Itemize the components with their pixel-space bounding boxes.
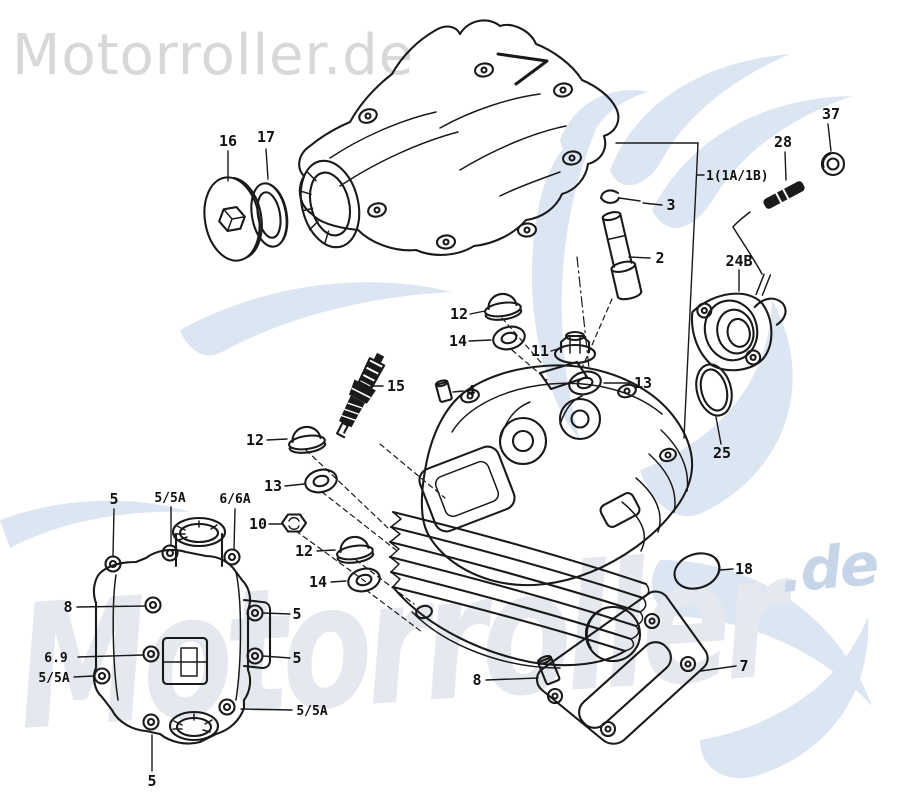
leader-12-lower bbox=[316, 549, 336, 552]
leader-14-upper bbox=[468, 339, 492, 342]
leader-25 bbox=[715, 416, 722, 445]
part-label-12-upper: 12 bbox=[450, 305, 468, 323]
leader-11 bbox=[550, 347, 562, 352]
cam-end-opening bbox=[299, 159, 361, 249]
part-stud-28 bbox=[763, 181, 805, 209]
part-label-28: 28 bbox=[774, 133, 792, 151]
part-label-15: 15 bbox=[387, 377, 405, 395]
part-label-8-gasket: 8 bbox=[472, 671, 481, 689]
part-label-5-cover-top: 5 bbox=[109, 490, 118, 508]
part-label-11: 11 bbox=[531, 342, 549, 360]
part-valve-cover bbox=[298, 19, 620, 256]
part-cap-nut-37 bbox=[820, 151, 846, 177]
part-label-1-1a-1b: 1(1A/1B) bbox=[706, 169, 769, 184]
part-label-3: 3 bbox=[666, 196, 675, 214]
part-label-5-5a-cover-top: 5/5A bbox=[154, 491, 185, 506]
part-label-7: 7 bbox=[739, 657, 748, 675]
part-label-12-lower: 12 bbox=[295, 542, 313, 560]
part-oring-25 bbox=[695, 363, 733, 417]
part-label-37: 37 bbox=[822, 105, 840, 123]
watermark-bottom-big: Motorroller bbox=[11, 516, 802, 769]
part-cap-12-upper bbox=[481, 290, 524, 323]
brand-bird-swoosh-graphic bbox=[0, 54, 872, 779]
leader-6-9-cover bbox=[77, 654, 144, 658]
part-label-25: 25 bbox=[713, 444, 731, 462]
part-label-17: 17 bbox=[257, 128, 275, 146]
part-clip-3 bbox=[599, 189, 641, 204]
part-label-6-6a-cover-top: 6/6A bbox=[219, 492, 250, 507]
part-flange-nut-11 bbox=[553, 330, 597, 365]
part-label-5-cover-bottom: 5 bbox=[147, 772, 156, 790]
leader-8-gasket bbox=[485, 677, 539, 681]
part-cylinder-head bbox=[418, 360, 694, 587]
part-label-18: 18 bbox=[735, 560, 753, 578]
leader-14-lower bbox=[330, 580, 347, 583]
part-label-5-5a-cover-bottom: 5/5A bbox=[296, 704, 327, 719]
part-dowel-pin-8 bbox=[536, 655, 561, 686]
part-label-14-upper: 14 bbox=[449, 332, 467, 350]
manifold-locator-line bbox=[732, 211, 763, 275]
leader-6-6a-cover-top bbox=[233, 508, 236, 551]
part-label-10: 10 bbox=[249, 515, 267, 533]
watermark-de-suffix: .de bbox=[777, 530, 880, 606]
leader-5-5a-cover-left bbox=[73, 675, 94, 678]
part-head-side-cover bbox=[92, 516, 272, 745]
part-washer-17 bbox=[250, 182, 289, 248]
leader-1-bracket bbox=[615, 142, 699, 439]
part-nut-10 bbox=[280, 513, 308, 533]
part-label-5-cover-right-1: 5 bbox=[292, 605, 301, 623]
leader-lines bbox=[73, 123, 832, 772]
diagram-line-art bbox=[92, 19, 846, 745]
leader-5-cover-top bbox=[112, 508, 115, 557]
part-label-12-left: 12 bbox=[246, 431, 264, 449]
part-intake-manifold-24b bbox=[690, 273, 787, 372]
part-valve-guide-2 bbox=[601, 211, 643, 301]
part-label-5-5a-cover-left: 5/5A bbox=[38, 671, 69, 686]
leader-4 bbox=[452, 390, 464, 393]
assembly-dashed-lines bbox=[295, 256, 613, 633]
part-label-6-9-cover: 6.9 bbox=[44, 651, 67, 666]
leader-5-5a-cover-bottom bbox=[240, 708, 293, 711]
watermark-top-left: Motorroller.de bbox=[12, 23, 414, 88]
part-labels: 16 17 37 28 1(1A/1B) 3 2 24B 12 14 11 13… bbox=[38, 105, 840, 790]
leader-5-cover-right-1 bbox=[262, 612, 291, 615]
part-head-gasket-7 bbox=[535, 590, 709, 745]
leader-28 bbox=[784, 151, 787, 181]
leader-12-upper bbox=[469, 310, 486, 315]
part-label-2: 2 bbox=[655, 249, 664, 267]
part-washer-13-left bbox=[301, 465, 341, 497]
leader-12-left bbox=[266, 438, 288, 441]
part-cylinder-barrel bbox=[388, 510, 650, 669]
part-label-14-lower: 14 bbox=[309, 573, 327, 591]
part-pin-4 bbox=[434, 379, 453, 403]
leader-8-cover-left bbox=[76, 605, 146, 608]
part-spark-plug-15 bbox=[336, 352, 386, 439]
leader-5-cover-right-2 bbox=[262, 655, 291, 659]
part-label-5-cover-right-2: 5 bbox=[292, 649, 301, 667]
part-label-24b: 24B bbox=[725, 252, 752, 270]
leader-17 bbox=[265, 148, 269, 180]
leader-3 bbox=[642, 202, 663, 206]
part-label-4: 4 bbox=[466, 382, 475, 400]
part-label-16: 16 bbox=[219, 132, 237, 150]
leader-2 bbox=[628, 256, 651, 259]
part-washer-14-upper bbox=[489, 322, 529, 354]
leader-37 bbox=[827, 123, 832, 152]
leader-7 bbox=[700, 665, 737, 672]
part-label-8-cover-left: 8 bbox=[63, 598, 72, 616]
part-label-13-left: 13 bbox=[264, 477, 282, 495]
leader-13-left bbox=[284, 483, 305, 487]
part-label-13-right: 13 bbox=[634, 374, 652, 392]
leader-18 bbox=[719, 568, 734, 571]
part-rubber-plug-18 bbox=[673, 552, 721, 590]
